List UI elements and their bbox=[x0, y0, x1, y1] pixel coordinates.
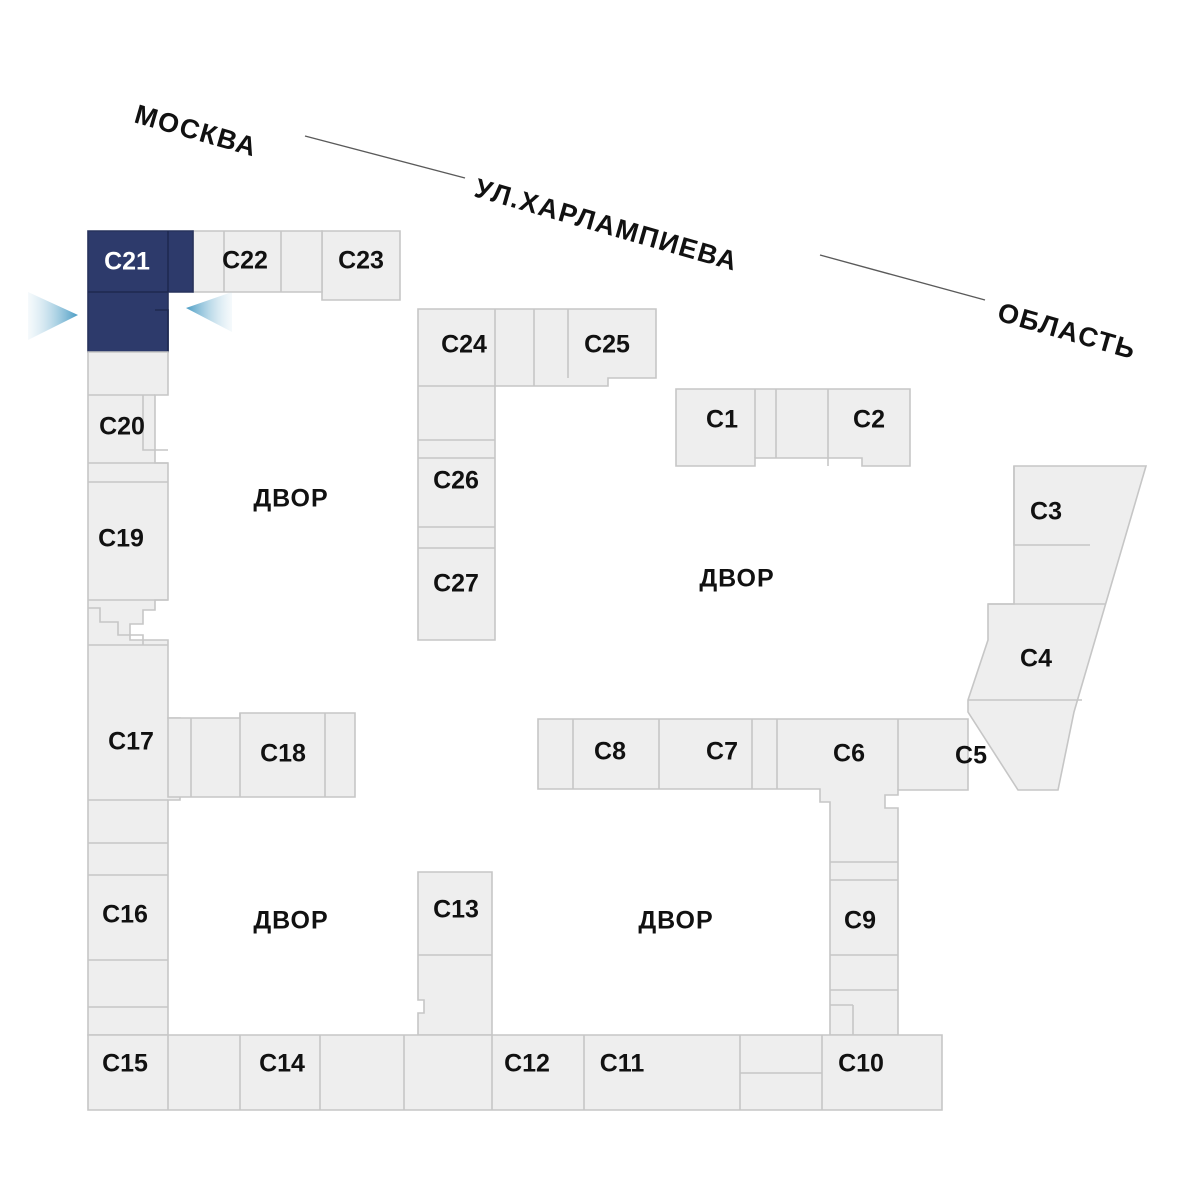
divider-C21-c bbox=[155, 309, 169, 352]
block-C1-C2 bbox=[675, 388, 911, 467]
section-label-C23[interactable]: C23 bbox=[338, 247, 384, 275]
yard-label: ДВОР bbox=[253, 907, 328, 935]
section-label-C8[interactable]: C8 bbox=[594, 738, 626, 766]
section-label-C9[interactable]: C9 bbox=[844, 907, 876, 935]
section-label-C22[interactable]: C22 bbox=[222, 247, 268, 275]
section-label-C24[interactable]: C24 bbox=[441, 331, 487, 359]
entrance-arrow-right-icon[interactable] bbox=[186, 292, 232, 332]
direction-label-oblast: ОБЛАСТЬ bbox=[994, 297, 1139, 365]
entrance-arrow-left-icon[interactable] bbox=[28, 292, 78, 340]
divider-c3 bbox=[1013, 466, 1090, 546]
section-label-C7[interactable]: C7 bbox=[706, 738, 738, 766]
section-shape-C24-C27[interactable] bbox=[417, 308, 657, 641]
direction-label-moskva: МОСКВА bbox=[131, 99, 261, 163]
block-west bbox=[87, 351, 181, 1036]
section-shape-west-spine[interactable] bbox=[87, 351, 181, 1036]
section-shape-south-row[interactable] bbox=[87, 1034, 943, 1111]
divider-C20-notch bbox=[142, 395, 168, 451]
block-south-row bbox=[87, 1034, 943, 1111]
section-label-C14[interactable]: C14 bbox=[259, 1050, 305, 1078]
section-label-C5[interactable]: C5 bbox=[955, 742, 987, 770]
street-leader-line-right bbox=[819, 254, 986, 301]
section-label-C12[interactable]: C12 bbox=[504, 1050, 550, 1078]
block-C18-arm bbox=[167, 712, 356, 798]
yard-label: ДВОР bbox=[253, 485, 328, 513]
entrance-arrows bbox=[28, 292, 232, 340]
section-label-C4[interactable]: C4 bbox=[1020, 645, 1052, 673]
section-label-C16[interactable]: C16 bbox=[102, 901, 148, 929]
yard-label: ДВОР bbox=[638, 907, 713, 935]
block-east-angled bbox=[967, 465, 1148, 791]
section-label-C21[interactable]: C21 bbox=[104, 248, 150, 276]
section-shape-C5-C8-arm[interactable] bbox=[537, 718, 969, 1036]
street-name-label: УЛ.ХАРЛАМПИЕВА bbox=[471, 173, 741, 277]
block-north-west bbox=[87, 230, 401, 353]
section-label-C15[interactable]: C15 bbox=[102, 1050, 148, 1078]
section-labels: C1 C2 C3 C4 C5 C6 C7 C8 C9 C10 C11 C12 C… bbox=[98, 247, 1062, 1078]
section-label-C6[interactable]: C6 bbox=[833, 740, 865, 768]
section-shape-C13[interactable] bbox=[417, 871, 493, 1036]
block-C13 bbox=[417, 871, 493, 1036]
section-label-C3[interactable]: C3 bbox=[1030, 498, 1062, 526]
yard-label: ДВОР bbox=[699, 565, 774, 593]
section-label-C10[interactable]: C10 bbox=[838, 1050, 884, 1078]
block-middle-row bbox=[537, 718, 969, 1036]
section-label-C13[interactable]: C13 bbox=[433, 896, 479, 924]
street-callout bbox=[304, 135, 986, 301]
street-leader-line-left bbox=[304, 135, 466, 179]
section-shape-C1-C2[interactable] bbox=[675, 388, 911, 467]
section-label-C18[interactable]: C18 bbox=[260, 740, 306, 768]
section-label-C17[interactable]: C17 bbox=[108, 728, 154, 756]
section-label-C26[interactable]: C26 bbox=[433, 467, 479, 495]
section-label-C19[interactable]: C19 bbox=[98, 525, 144, 553]
section-label-C27[interactable]: C27 bbox=[433, 570, 479, 598]
section-label-C2[interactable]: C2 bbox=[853, 406, 885, 434]
section-label-C20[interactable]: C20 bbox=[99, 413, 145, 441]
divider-step-notch bbox=[88, 607, 144, 645]
section-label-C11[interactable]: C11 bbox=[600, 1050, 645, 1078]
yard-labels: ДВОР ДВОР ДВОР ДВОР bbox=[253, 485, 774, 935]
section-label-C1[interactable]: C1 bbox=[706, 406, 738, 434]
block-center-north bbox=[417, 308, 657, 641]
section-label-C25[interactable]: C25 bbox=[584, 331, 630, 359]
